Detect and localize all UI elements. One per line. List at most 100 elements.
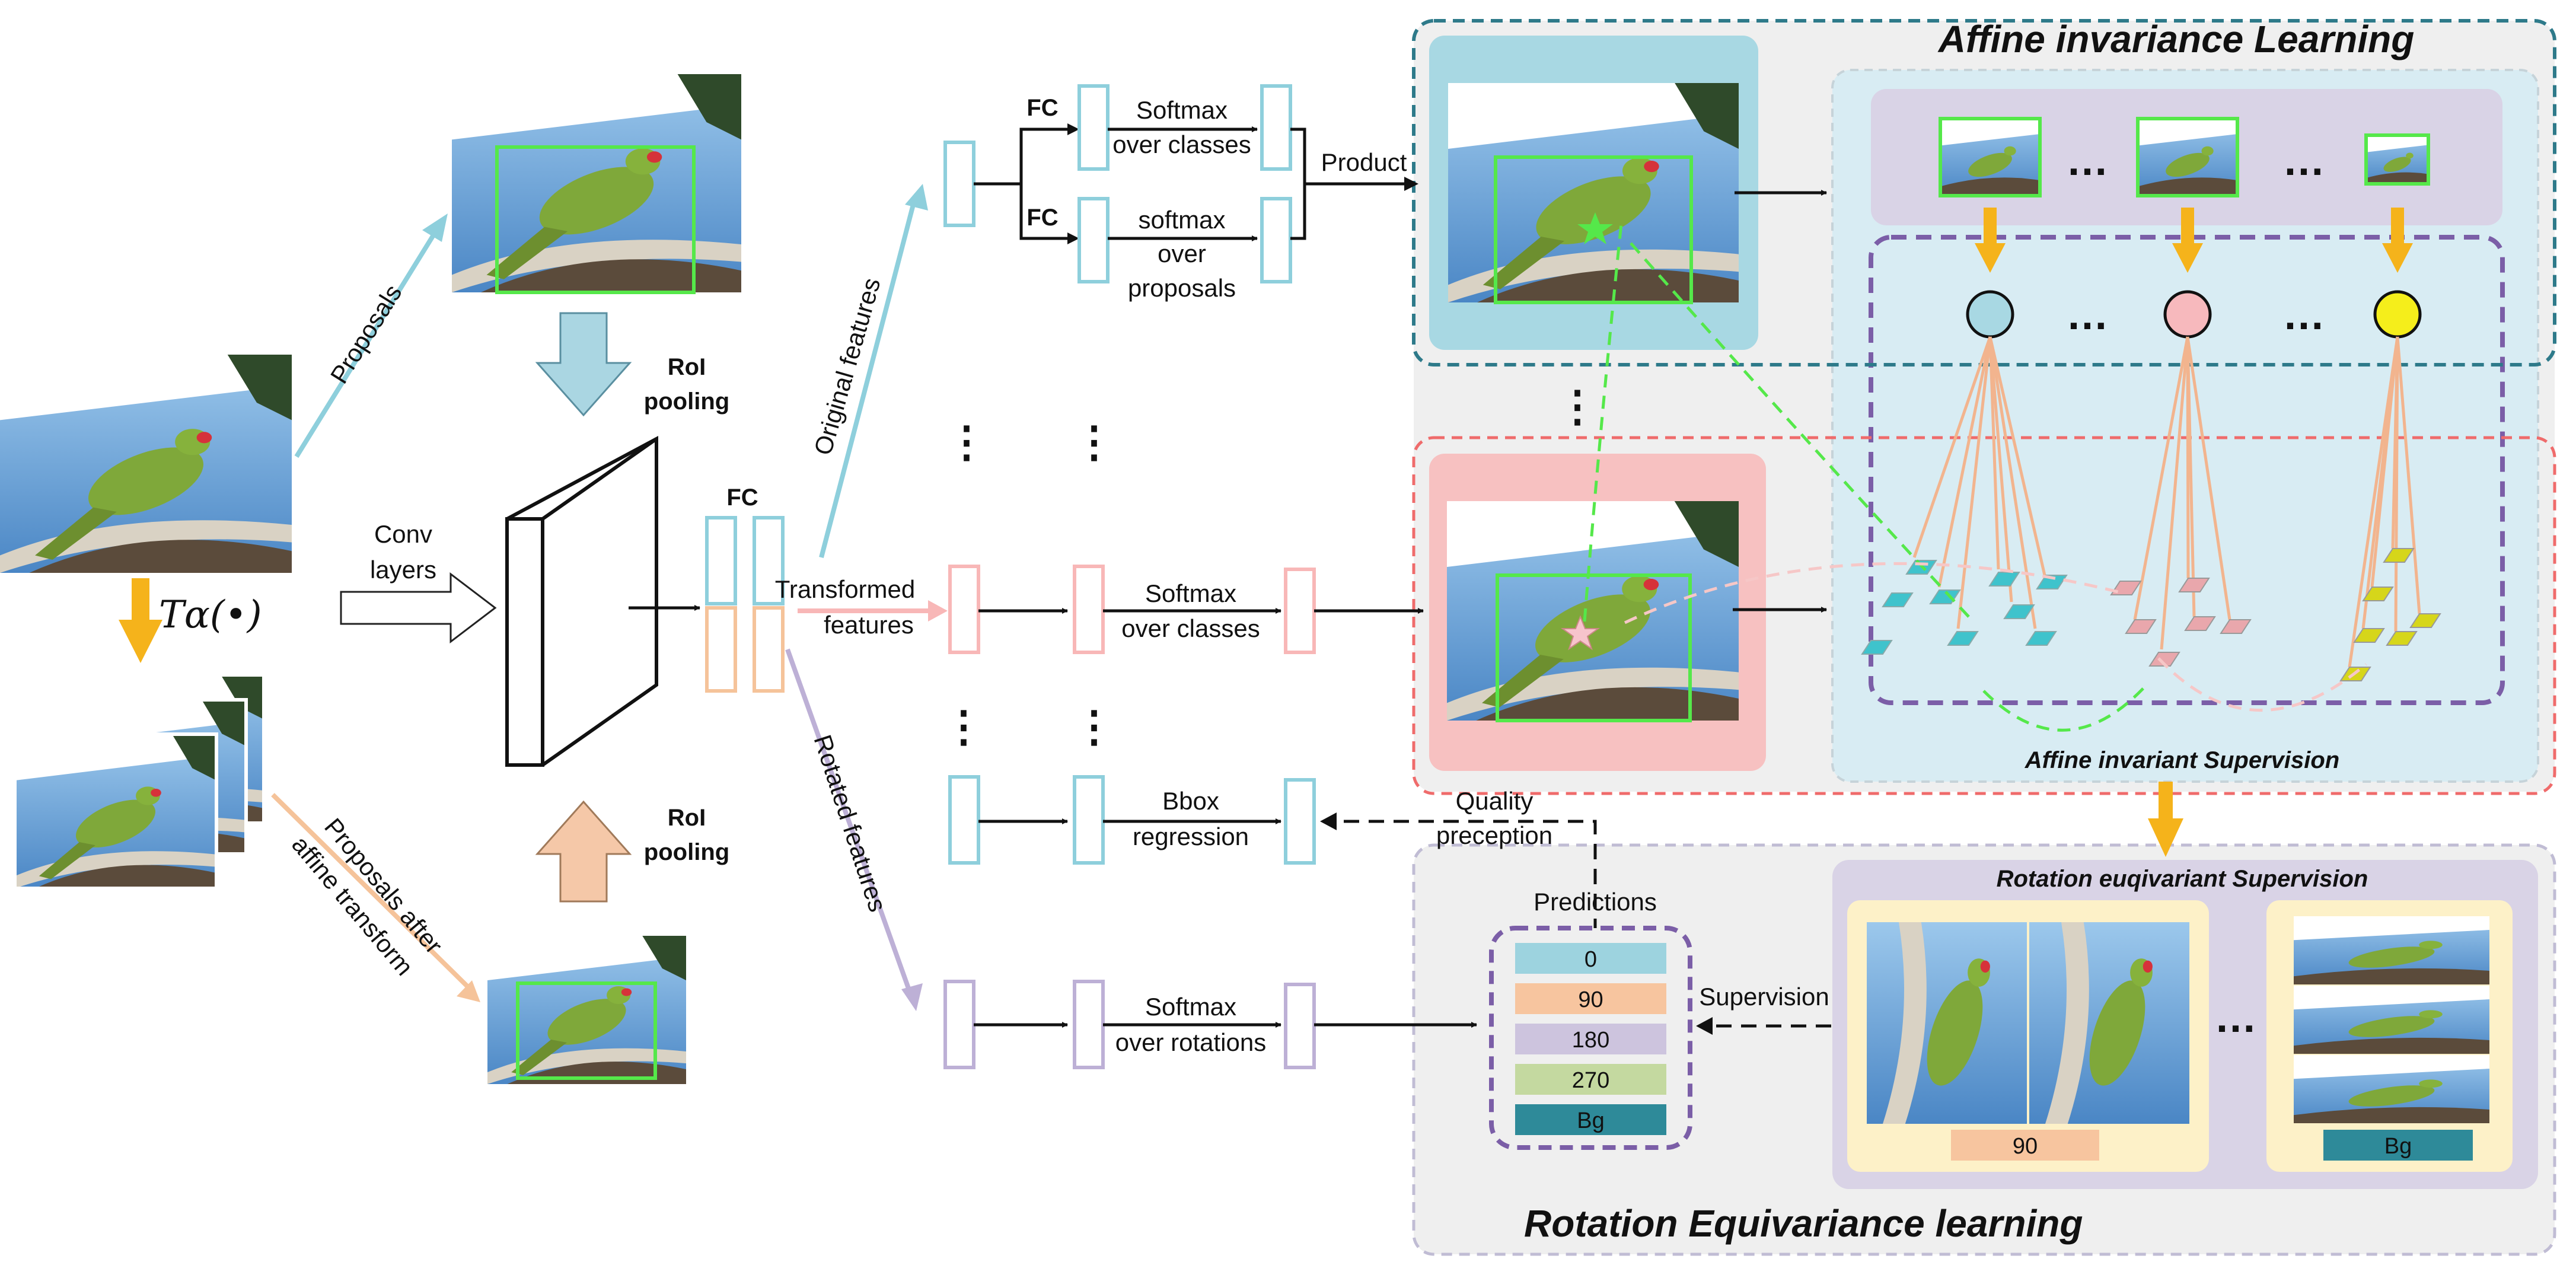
bbox-feature-col [948, 775, 980, 865]
rotation-learning-title: Rotation Equivariance learning [1524, 1202, 2083, 1245]
roi-pooling-arrow-bottom [535, 800, 632, 903]
roi-pooling-bottom-label-2: pooling [644, 839, 729, 865]
bbox-fc-col [1073, 775, 1105, 865]
bg-image-1 [2294, 916, 2489, 984]
rotated-features-label: Rotated features [808, 731, 892, 915]
fc-col2-blue [753, 516, 785, 605]
roi-pooling-top-label-1: RoI [668, 354, 706, 380]
fc-col1-orange [705, 606, 737, 693]
rot-softmax-col [1284, 983, 1316, 1069]
to-rotation-arrow-head [2148, 818, 2183, 857]
roi-pooling-bottom-label-1: RoI [668, 805, 706, 831]
rot-feature-col [943, 980, 975, 1069]
rotation-tag-1 [1951, 1130, 2099, 1161]
proposals-label: Proposals [325, 279, 407, 388]
proposal-box-bottom [516, 981, 657, 1080]
softmax-mid-label-2: over classes [1121, 614, 1260, 642]
transformed-features-label-1: Transformed [775, 575, 916, 603]
roi-pooling-arrow-top [535, 312, 632, 417]
softmax-classes-col [1260, 84, 1292, 171]
rotation-tag-2 [2323, 1130, 2473, 1161]
fc-col2-orange [753, 606, 785, 693]
cluster-region [1869, 235, 2505, 705]
vdots-1: ⋮ [945, 419, 988, 466]
prediction-label-bg: Bg [1577, 1108, 1604, 1133]
softmax-mid-label-1: Softmax [1145, 579, 1236, 607]
rotated-features-arrowhead [901, 983, 923, 1011]
to-rotation-arrow-shaft [2159, 782, 2173, 818]
rotation-supervision-label: Rotation euqivariant Supervision [1997, 866, 2368, 892]
fc-lower-col [1077, 197, 1110, 283]
prediction-label-90: 90 [1578, 987, 1603, 1012]
prediction-bar-180 [1515, 1024, 1666, 1054]
prediction-label-270: 270 [1572, 1068, 1609, 1093]
conv-label-1: Conv [374, 520, 432, 548]
thumbnail-ellipsis-2: … [2282, 137, 2325, 184]
softmax-proposals-label-1: softmax [1138, 206, 1225, 234]
vdots-4: ⋮ [1073, 703, 1115, 751]
transformed-image-front [15, 734, 216, 888]
softmax-proposals-col [1260, 197, 1292, 283]
node-ellipsis-2: … [2282, 291, 2325, 339]
proposal-box-top [495, 145, 696, 294]
softmax-rot-label-2: over rotations [1115, 1028, 1266, 1056]
transformed-features-label-2: features [824, 611, 914, 639]
bbox-label-2: regression [1133, 823, 1249, 850]
softmax-classes-label-2: over classes [1112, 130, 1251, 158]
cluster-node-pink [2163, 290, 2212, 339]
quality-label-1: Quality [1456, 787, 1534, 815]
transform-operator: Tα(•) [159, 593, 262, 637]
prediction-bar-90 [1515, 983, 1666, 1014]
pink-link-2 [2157, 657, 2367, 712]
transform-arrow-head [119, 620, 162, 663]
prediction-label-180: 180 [1572, 1028, 1609, 1053]
rotation-tag-2-label: Bg [2384, 1134, 2412, 1159]
softmax-classes-label-1: Softmax [1136, 96, 1228, 124]
fc-col1-blue [705, 516, 737, 605]
rotated-features-arrow [785, 648, 913, 995]
blue-diamonds [1861, 560, 2068, 655]
pink-link-1 [1624, 562, 2124, 624]
prediction-label-0: 0 [1585, 947, 1597, 972]
cluster-node-blue [1966, 290, 2014, 339]
cluster-node-yellow [2373, 290, 2422, 339]
rotated-image-b [2029, 922, 2189, 1124]
quality-perception-line [1333, 820, 1597, 934]
rotation-ellipsis: … [2214, 994, 2257, 1041]
original-features-arrow [819, 203, 916, 559]
rotation-tag-1-label: 90 [2013, 1134, 2038, 1159]
green-link-3 [1982, 687, 2145, 732]
softmax-proposals-label-2: over [1158, 240, 1206, 267]
vdots-5: ⋮ [1556, 383, 1599, 431]
pink-diamonds [2110, 578, 2252, 667]
thumb-to-node-arrows [1975, 208, 2413, 273]
fan-lines [1912, 336, 2421, 668]
supervision-label: Supervision [1699, 983, 1829, 1011]
affine-supervision-panel [1831, 69, 2539, 783]
thumbnail-2 [2138, 119, 2237, 196]
trans-feature-col [948, 565, 980, 654]
thumbnail-3 [2366, 135, 2428, 184]
orig-feature-col [943, 141, 975, 227]
prediction-bar-0 [1515, 943, 1666, 974]
vdots-3: ⋮ [942, 703, 985, 751]
input-image [0, 355, 292, 573]
softmax-proposals-label-3: proposals [1128, 274, 1236, 302]
predictions-title: Predictions [1534, 888, 1657, 916]
transformed-branch-region [1412, 436, 2556, 795]
fc-main-label: FC [726, 485, 758, 511]
bbox-label-1: Bbox [1162, 787, 1219, 815]
fc-lower-label: FC [1026, 205, 1058, 231]
transform-arrow-shaft [132, 578, 149, 620]
quality-label-2: preception [1436, 821, 1552, 849]
green-link-1 [1583, 218, 1624, 622]
affine-proposals-arrow [271, 793, 470, 989]
conv-feature-block [505, 435, 658, 767]
proposals-arrow [294, 227, 440, 458]
affine-learning-title: Affine invariance Learning [1937, 18, 2415, 60]
fc-upper-col [1077, 84, 1110, 171]
trans-fc-col [1073, 565, 1105, 654]
